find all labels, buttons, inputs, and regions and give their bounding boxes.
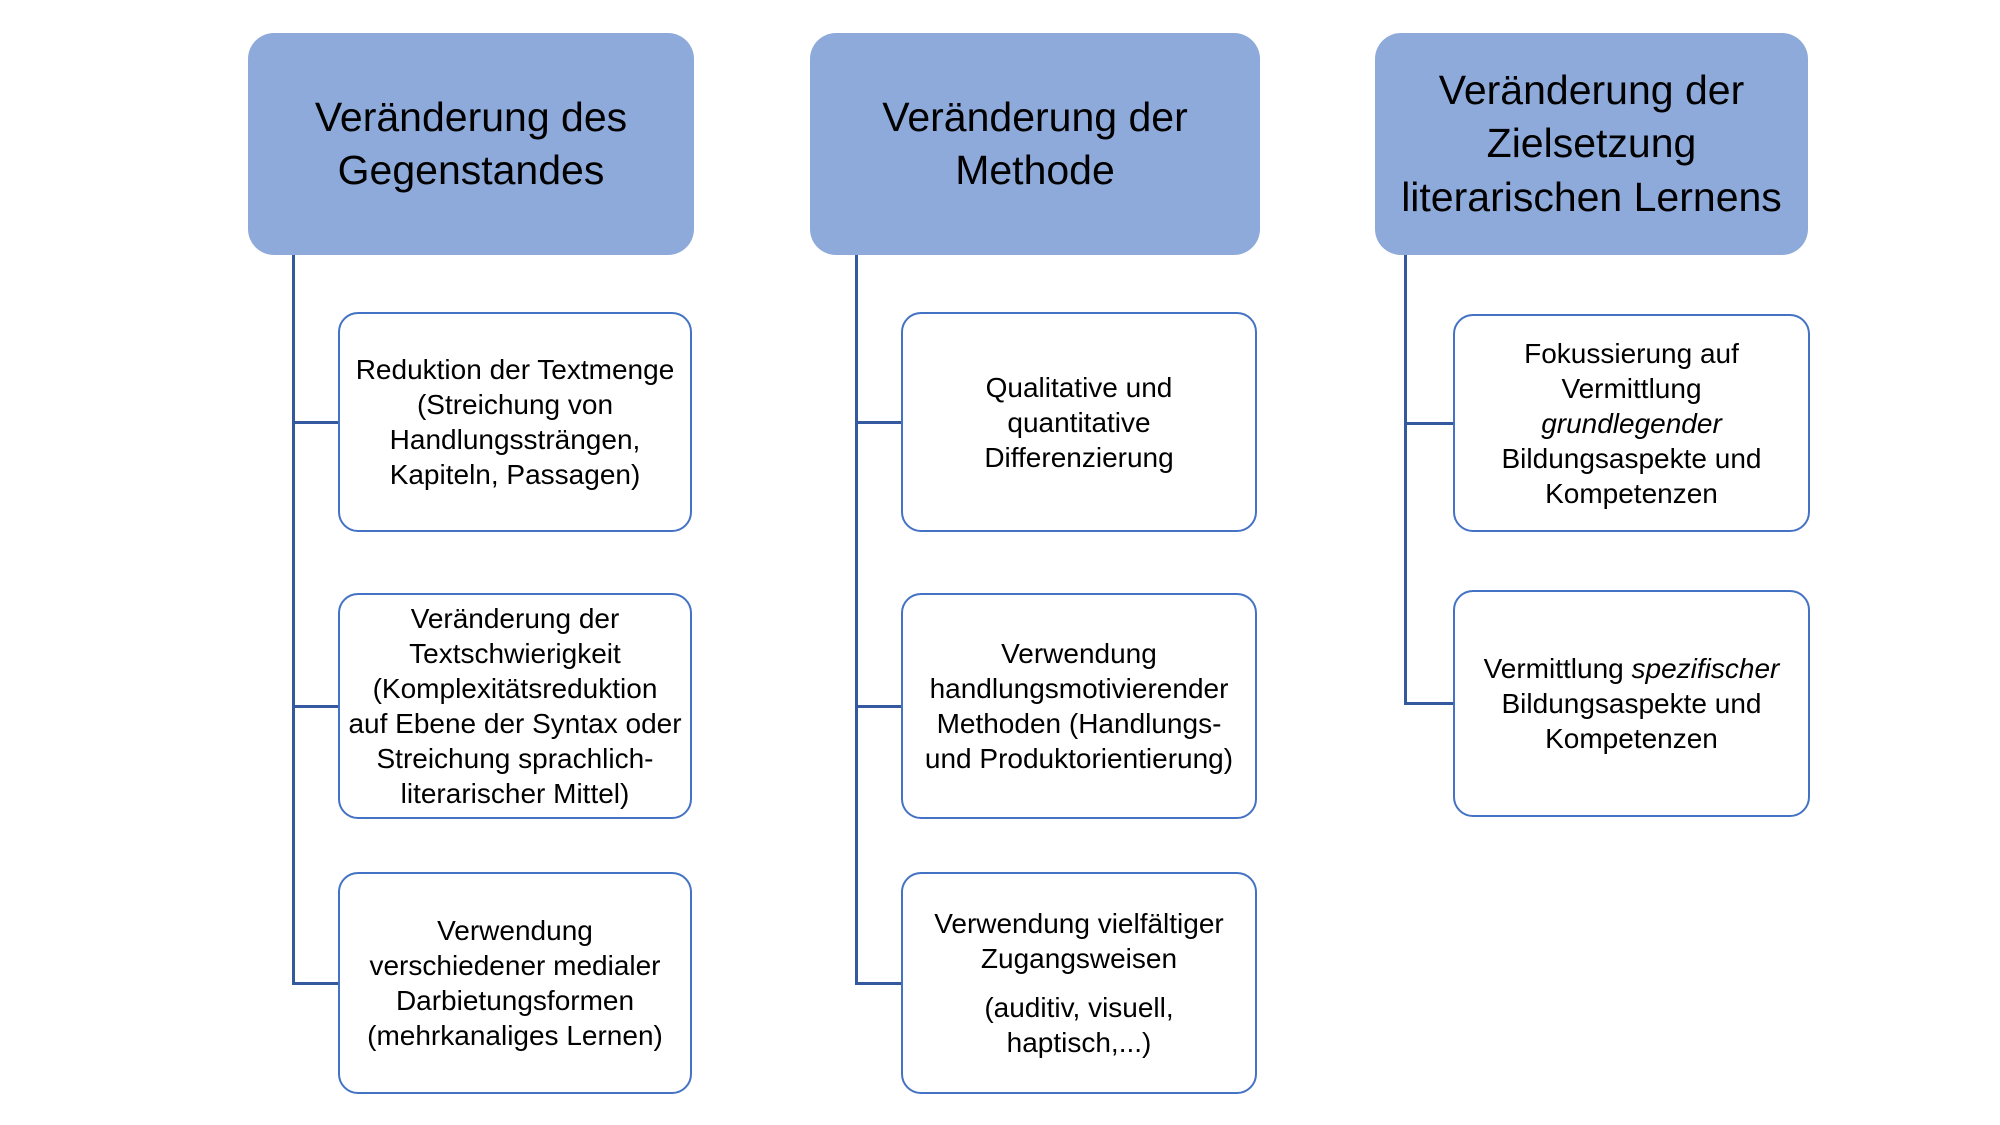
node-grundlegende-bildungsaspekte: Fokussierung auf Vermittlung grundlegend… — [1453, 314, 1810, 532]
header-label: Veränderung der Zielsetzung literarische… — [1401, 67, 1782, 220]
node-mediale-darbietungsformen: Verwendung verschiedener medialer Darbie… — [338, 872, 692, 1094]
header-veraenderung-der-methode: Veränderung der Methode — [810, 33, 1260, 255]
connector-vertical-line — [292, 255, 295, 984]
connector-branch-line — [292, 705, 338, 708]
node-spezifische-bildungsaspekte: Vermittlung spezifischer Bildungsaspekte… — [1453, 590, 1810, 817]
node-text: Verwendung handlungsmotivierender Method… — [924, 638, 1234, 774]
node-text: Vermittlung spezifischer Bildungsaspekte… — [1483, 653, 1780, 754]
node-text: Verwendung vielfältiger Zugangsweisen — [934, 908, 1224, 974]
connector-vertical-line — [1404, 255, 1407, 704]
node-text: (auditiv, visuell, haptisch,...) — [984, 992, 1174, 1058]
node-veraenderung-textschwierigkeit: Veränderung der Textschwierigkeit (Kompl… — [338, 593, 692, 819]
header-veraenderung-des-gegenstandes: Veränderung des Gegenstandes — [248, 33, 694, 255]
connector-branch-line — [855, 705, 901, 708]
node-handlungsmotivierende-methoden: Verwendung handlungsmotivierender Method… — [901, 593, 1257, 819]
node-text: Veränderung der Textschwierigkeit (Kompl… — [348, 603, 682, 809]
node-text: Fokussierung auf Vermittlung grundlegend… — [1501, 337, 1762, 509]
node-text: Qualitative und quantitative Differenzie… — [984, 371, 1174, 473]
header-veraenderung-der-zielsetzung: Veränderung der Zielsetzung literarische… — [1375, 33, 1808, 255]
connector-branch-line — [1404, 702, 1453, 705]
connector-branch-line — [1404, 422, 1453, 425]
node-vielfaeltige-zugangsweisen: Verwendung vielfältiger Zugangsweisen (a… — [901, 872, 1257, 1094]
connector-vertical-line — [855, 255, 858, 984]
node-text: Verwendung verschiedener medialer Darbie… — [367, 915, 663, 1051]
connector-branch-line — [292, 421, 338, 424]
node-text: Reduktion der Textmenge (Streichung von … — [355, 354, 675, 490]
connector-branch-line — [855, 982, 901, 985]
header-label: Veränderung des Gegenstandes — [314, 93, 628, 193]
connector-branch-line — [292, 982, 338, 985]
node-reduktion-textmenge: Reduktion der Textmenge (Streichung von … — [338, 312, 692, 532]
header-label: Veränderung der Methode — [882, 93, 1188, 193]
connector-branch-line — [855, 421, 901, 424]
node-differenzierung: Qualitative und quantitative Differenzie… — [901, 312, 1257, 532]
